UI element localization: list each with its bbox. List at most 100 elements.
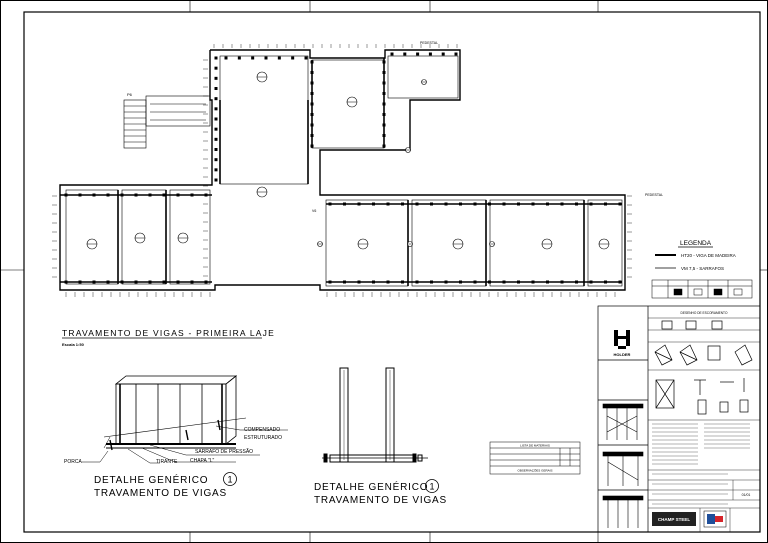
shoring-post xyxy=(386,202,390,206)
shoring-post xyxy=(310,113,314,116)
shoring-post xyxy=(415,280,419,284)
shoring-post xyxy=(382,92,386,95)
callout-chapa: CHAPA "L" xyxy=(190,458,215,464)
shoring-post xyxy=(92,280,96,284)
column-label: P6 xyxy=(127,92,133,97)
shoring-post xyxy=(416,52,420,56)
shoring-post xyxy=(488,280,491,284)
plan-outline xyxy=(59,49,626,291)
beam-label: V6 xyxy=(312,209,316,213)
plan-scale: Escala 1:50 xyxy=(62,342,85,347)
shoring-post xyxy=(343,280,346,284)
detail-right-number: 1 xyxy=(429,482,434,492)
shoring-post xyxy=(134,193,138,197)
room-outline xyxy=(169,189,211,285)
shoring-post xyxy=(214,76,218,80)
shoring-post xyxy=(214,137,218,141)
shoring-post xyxy=(224,56,228,60)
shoring-post xyxy=(328,280,332,284)
shoring-post xyxy=(428,52,432,56)
logo-text: HOLDER xyxy=(614,352,631,357)
shoring-post xyxy=(618,280,622,284)
shoring-post xyxy=(310,134,314,137)
shoring-post xyxy=(372,202,375,206)
callout-sarrafo: SARRAFO DE PRESSÃO xyxy=(195,448,253,455)
shoring-post xyxy=(560,202,564,206)
shoring-post xyxy=(162,280,166,284)
detail-right-drawing xyxy=(322,367,428,463)
shoring-post xyxy=(531,280,535,284)
shoring-post xyxy=(214,107,218,111)
shoring-post xyxy=(382,144,386,148)
shoring-post xyxy=(214,168,218,172)
shoring-post xyxy=(441,52,445,56)
shoring-post xyxy=(372,280,375,284)
shoring-post xyxy=(531,202,535,206)
holder-logo xyxy=(614,330,630,349)
shoring-post xyxy=(134,280,138,284)
callout-compensado-2: ESTRUTURADO xyxy=(244,435,282,441)
floor-plan: P6 PEDESTAL PEDESTAL V6 TRAVAMENTO DE VI… xyxy=(52,41,663,347)
shoring-post xyxy=(488,202,491,206)
title-block-sketches xyxy=(654,320,753,415)
shoring-post xyxy=(64,280,68,284)
title-block: HOLDER DESENHO DE ESCORAMENTO xyxy=(597,305,761,533)
shoring-post xyxy=(214,148,218,151)
shoring-post xyxy=(560,280,564,284)
shoring-post xyxy=(310,81,314,85)
shoring-post xyxy=(291,56,295,60)
shoring-post xyxy=(444,280,448,284)
slab-outline xyxy=(59,49,626,291)
shoring-post xyxy=(264,56,268,60)
shoring-post xyxy=(214,66,218,70)
detail-left-title-2: TRAVAMENTO DE VIGAS xyxy=(94,488,227,499)
callout-porca: PORCA xyxy=(64,459,82,465)
shoring-post xyxy=(502,202,506,206)
shoring-post xyxy=(459,280,462,284)
plan-detail-bubbles xyxy=(86,71,610,250)
room-outline xyxy=(387,55,459,99)
shoring-post xyxy=(401,280,404,284)
shoring-post xyxy=(403,52,407,56)
shoring-post xyxy=(214,97,218,101)
shoring-post xyxy=(444,202,448,206)
detail-right-title-2: TRAVAMENTO DE VIGAS xyxy=(314,495,447,506)
shoring-post xyxy=(214,158,218,162)
shoring-post xyxy=(310,123,314,127)
stair xyxy=(123,95,211,149)
shoring-post xyxy=(190,280,194,284)
shoring-post xyxy=(502,280,506,284)
shoring-post xyxy=(328,202,332,206)
shoring-post xyxy=(382,123,386,127)
shoring-post xyxy=(162,193,166,197)
shoring-post xyxy=(120,193,124,197)
shoring-post xyxy=(310,71,314,74)
shoring-post xyxy=(106,193,110,197)
legend-item-1: HT20 - VIGA DE MADEIRA xyxy=(681,253,736,258)
pedestal-label-2: PEDESTAL xyxy=(645,193,663,197)
shoring-post xyxy=(176,280,180,284)
room-outline xyxy=(411,199,487,287)
detail-left-number: 1 xyxy=(227,475,232,485)
shoring-post xyxy=(190,193,194,197)
plan-dimension-ticks xyxy=(52,44,632,297)
shoring-post xyxy=(382,60,386,64)
legend-key-table xyxy=(651,279,753,299)
detail-left-title-1: DETALHE GENÉRICO xyxy=(94,473,208,486)
shoring-post xyxy=(454,52,458,56)
room-outline xyxy=(65,189,119,285)
shoring-post xyxy=(382,134,386,137)
shoring-post xyxy=(357,202,361,206)
shoring-post xyxy=(546,280,549,284)
shoring-post xyxy=(277,56,281,60)
scaffold-thumbnails xyxy=(602,403,644,528)
shoring-post xyxy=(546,202,549,206)
legend-item-2: VM 7,5 - SARRAFOS xyxy=(681,266,724,271)
title-block-header: DESENHO DE ESCORAMENTO xyxy=(681,311,728,315)
shoring-post xyxy=(618,202,622,206)
detail-right-number-circle xyxy=(425,479,439,493)
shoring-post xyxy=(430,280,433,284)
materials-footer: OBSERVAÇÕES GERAIS xyxy=(518,468,553,473)
shoring-post xyxy=(589,280,593,284)
legend: LEGENDA HT20 - VIGA DE MADEIRA VM 7,5 - … xyxy=(651,240,753,299)
